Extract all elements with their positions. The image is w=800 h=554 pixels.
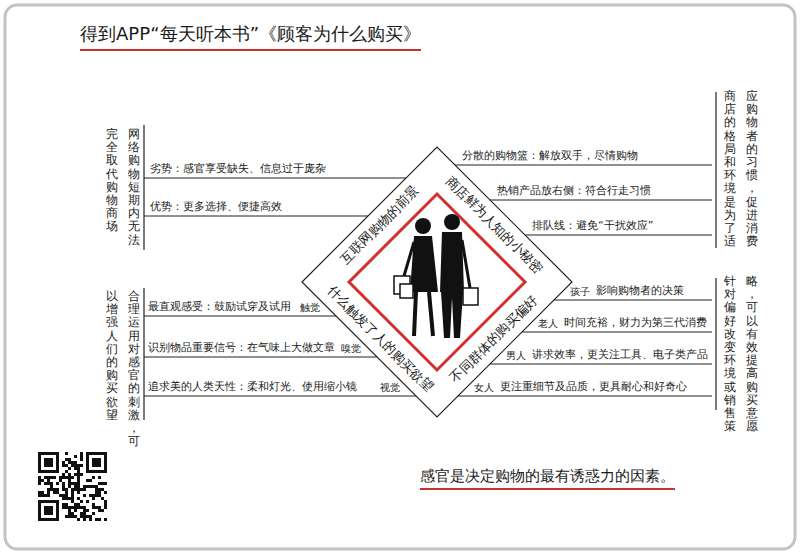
text-holder: 识别物品重要信号：在气味上大做文章 xyxy=(148,341,335,355)
branch-heading: 不同群体的购买偏好 xyxy=(447,292,541,386)
branch-item: 分散的购物篮：解放双手，尽情购物 xyxy=(462,149,638,163)
text-holder: 互联网购物的前景 xyxy=(338,183,423,268)
text-holder: 得到APP“每天听本书”《顾客为什么购买》 xyxy=(80,22,421,51)
group-tag: 老人 xyxy=(538,318,558,330)
group-tag: 孩子 xyxy=(570,286,590,298)
bracket-line xyxy=(143,288,144,420)
branch-line xyxy=(144,316,336,317)
text-holder: 感官是决定购物的最有诱惑力的因素。 xyxy=(420,466,675,490)
caption: 感官是决定购物的最有诱惑力的因素。 xyxy=(420,466,675,490)
text-holder: 男人 xyxy=(506,350,526,362)
text-holder: 更注重细节及品质，更具耐心和好奇心 xyxy=(500,380,687,394)
text-holder: 优势：更多选择、便捷高效 xyxy=(150,200,282,214)
text-holder: 触觉 xyxy=(300,302,320,314)
text-holder: 什么触发了人的购买欲望 xyxy=(324,282,436,394)
branch-item: 热销产品放右侧：符合行走习惯 xyxy=(497,184,651,198)
group-tag: 嗅觉 xyxy=(341,343,361,355)
text-holder: 最直观感受：鼓励试穿及试用 xyxy=(148,300,291,314)
branch-lines xyxy=(144,165,712,396)
branch-line xyxy=(490,364,712,365)
branch-heading: 互联网购物的前景 xyxy=(338,183,423,268)
branch-line xyxy=(525,235,712,236)
woman-arm xyxy=(404,242,414,276)
text-holder: 女人 xyxy=(474,382,494,394)
branch-line xyxy=(554,300,712,301)
branch-item: 讲求效率，更关注工具、电子类产品 xyxy=(532,348,708,362)
branch-item: 更注重细节及品质，更具耐心和好奇心 xyxy=(500,380,687,394)
page-frame xyxy=(5,5,795,549)
vertical-note-text: 商店的格局和环境是为了适应购物者的习惯，促进消费 xyxy=(724,90,758,249)
vertical-note: 合理运用对感官的刺激，可以增强人们的购买欲望 xyxy=(106,290,140,449)
text-holder: 分散的购物篮：解放双手，尽情购物 xyxy=(462,149,638,163)
text-holder: 排队线：避免“干扰效应” xyxy=(532,219,653,233)
group-tag: 男人 xyxy=(506,350,526,362)
vertical-note: 网络购物短期内无法完全取代购物商场 xyxy=(106,128,140,248)
branch-item: 影响购物者的决策 xyxy=(596,284,684,298)
branch-line xyxy=(144,396,416,397)
text-holder: 热销产品放右侧：符合行走习惯 xyxy=(497,184,651,198)
branch-line xyxy=(522,332,712,333)
man-torso xyxy=(440,232,464,292)
woman-head xyxy=(415,218,431,234)
branch-heading: 什么触发了人的购买欲望 xyxy=(324,282,436,394)
qr-ground xyxy=(36,450,109,523)
man-legs xyxy=(441,292,463,338)
text-holder: 老人 xyxy=(538,318,558,330)
text-holder: 追求美的人类天性：柔和灯光、使用缩小镜 xyxy=(148,380,357,394)
text-holder: 劣势：感官享受缺失、信息过于庞杂 xyxy=(150,162,326,176)
text-holder: 影响购物者的决策 xyxy=(596,284,684,298)
bracket-line xyxy=(715,92,716,248)
branch-item: 优势：更多选择、便捷高效 xyxy=(150,200,282,214)
brackets xyxy=(144,92,716,420)
branch-item: 时间充裕，财力为第三代消费 xyxy=(564,316,707,330)
branch-item: 排队线：避免“干扰效应” xyxy=(532,219,653,233)
branch-line xyxy=(490,200,712,201)
group-tag: 触觉 xyxy=(300,302,320,314)
shopping-bag xyxy=(400,284,413,298)
vertical-note-text: 网络购物短期内无法完全取代购物商场 xyxy=(106,128,140,248)
branch-item: 追求美的人类天性：柔和灯光、使用缩小镜 xyxy=(148,380,357,394)
shopping-bag xyxy=(463,288,478,305)
vertical-note: 商店的格局和环境是为了适应购物者的习惯，促进消费 xyxy=(724,90,758,249)
bracket-line xyxy=(715,278,716,410)
couple-silhouette xyxy=(394,214,478,338)
vertical-note: 针对偏好改变环境或销售策略，可以有效提高购买意愿 xyxy=(724,275,758,434)
group-tag: 女人 xyxy=(474,382,494,394)
branch-line xyxy=(455,165,712,166)
branch-line xyxy=(144,357,377,358)
text-holder: 不同群体的购买偏好 xyxy=(447,292,541,386)
branch-item: 劣势：感官享受缺失、信息过于庞杂 xyxy=(150,162,326,176)
text-holder: 讲求效率，更关注工具、电子类产品 xyxy=(532,348,708,362)
text-holder: 时间充裕，财力为第三代消费 xyxy=(564,316,707,330)
text-holder: 嗅觉 xyxy=(341,343,361,355)
text-holder: 视觉 xyxy=(380,382,400,394)
text-holder: 孩子 xyxy=(570,286,590,298)
group-tag: 视觉 xyxy=(380,382,400,394)
man-arm xyxy=(462,240,470,288)
branch-line xyxy=(458,396,712,397)
woman-legs xyxy=(414,292,433,336)
bracket-line xyxy=(143,125,144,250)
qr-code xyxy=(38,452,107,521)
vertical-note-text: 针对偏好改变环境或销售策略，可以有效提高购买意愿 xyxy=(724,275,758,434)
branch-line xyxy=(144,178,406,179)
man-head xyxy=(444,214,460,230)
branch-item: 最直观感受：鼓励试穿及试用 xyxy=(148,300,291,314)
branch-item: 识别物品重要信号：在气味上大做文章 xyxy=(148,341,335,355)
vertical-note-text: 合理运用对感官的刺激，可以增强人们的购买欲望 xyxy=(106,290,140,449)
title: 得到APP“每天听本书”《顾客为什么购买》 xyxy=(80,22,421,51)
branch-line xyxy=(144,216,368,217)
